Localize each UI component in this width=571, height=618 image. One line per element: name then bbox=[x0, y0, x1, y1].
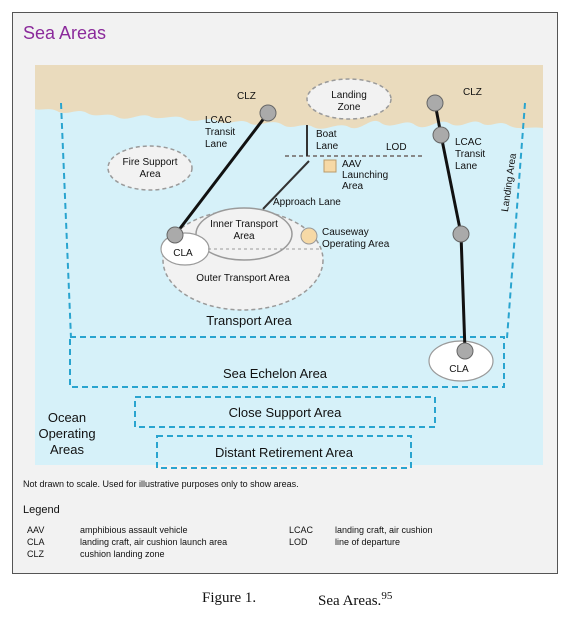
distant-retirement-boundary bbox=[156, 435, 412, 469]
close-support-boundary bbox=[134, 396, 436, 428]
aav-launching-label: AAV bbox=[342, 159, 362, 170]
figure-frame: CLZ CLZ Landing Zone LCAC Transit Lane L… bbox=[12, 12, 558, 574]
inner-transport-label: Area bbox=[233, 231, 255, 242]
causeway-label: Causeway bbox=[322, 227, 369, 238]
clz-right-node bbox=[426, 94, 444, 112]
sea-echelon-boundary bbox=[69, 336, 505, 388]
legend-abbr: CLA bbox=[27, 537, 45, 547]
legend-def: landing craft, air cushion launch area bbox=[80, 537, 228, 547]
legend-def: line of departure bbox=[335, 537, 401, 547]
fire-support-label: Fire Support bbox=[122, 157, 177, 168]
fire-support-label: Area bbox=[139, 169, 161, 180]
caption-text: Sea Areas.95 bbox=[318, 590, 392, 610]
lcac-transit-left-label: Lane bbox=[205, 139, 228, 150]
cla-left-label: CLA bbox=[173, 248, 193, 259]
legend-abbr: LOD bbox=[289, 537, 308, 547]
ocean-operating-label: Areas bbox=[50, 442, 84, 457]
caption-title: Sea Areas. bbox=[318, 593, 382, 609]
causeway-node bbox=[300, 227, 318, 245]
lcac-transit-right-label: Transit bbox=[455, 149, 485, 160]
clz-right-label: CLZ bbox=[463, 87, 482, 98]
lcac-lane-left bbox=[173, 112, 270, 236]
causeway-label: Operating Area bbox=[322, 239, 390, 250]
lcac-right-node-2 bbox=[452, 225, 470, 243]
lcac-lane-right bbox=[433, 102, 467, 352]
landing-zone-label: Zone bbox=[338, 102, 361, 113]
legend-heading: Legend bbox=[23, 504, 60, 516]
caption-figure-number: Figure 1. bbox=[202, 590, 257, 606]
legend-abbr: CLZ bbox=[27, 549, 45, 559]
lcac-transit-left-label: Transit bbox=[205, 127, 235, 138]
caption-footnote-ref: 95 bbox=[381, 590, 393, 602]
sea-echelon-label: Sea Echelon Area bbox=[223, 366, 328, 381]
legend-def: amphibious assault vehicle bbox=[80, 525, 188, 535]
lcac-right-node-1 bbox=[432, 126, 450, 144]
lcac-transit-right-label: LCAC bbox=[455, 137, 482, 148]
cla-right-node bbox=[456, 342, 474, 360]
landing-zone-label: Landing bbox=[331, 90, 367, 101]
diagram-title: Sea Areas bbox=[23, 23, 107, 43]
ocean-operating-label: Ocean bbox=[48, 410, 86, 425]
inner-transport-label: Inner Transport bbox=[210, 219, 278, 230]
scale-note: Not drawn to scale. Used for illustrativ… bbox=[23, 479, 299, 489]
distant-retirement-label: Distant Retirement Area bbox=[215, 445, 354, 460]
lcac-transit-left-label: LCAC bbox=[205, 115, 232, 126]
legend-abbr: AAV bbox=[27, 525, 45, 535]
inner-transport-area bbox=[195, 207, 293, 261]
ocean-operating-label: Operating bbox=[38, 426, 95, 441]
landing-zone-area bbox=[306, 78, 392, 120]
lod-label: LOD bbox=[386, 142, 407, 153]
approach-lane-label: Approach Lane bbox=[273, 197, 341, 208]
land-shore bbox=[35, 65, 543, 129]
legend-abbr: LCAC bbox=[289, 525, 314, 535]
transport-area-label: Transport Area bbox=[206, 313, 292, 328]
aav-launching-label: Area bbox=[342, 181, 364, 192]
outer-transport-label: Outer Transport Area bbox=[196, 273, 290, 284]
sea-areas-diagram: CLZ CLZ Landing Zone LCAC Transit Lane L… bbox=[35, 65, 543, 469]
lcac-transit-right-label: Lane bbox=[455, 161, 478, 172]
clz-left-label: CLZ bbox=[237, 91, 256, 102]
cla-right-label: CLA bbox=[449, 364, 469, 375]
clz-left-node bbox=[259, 104, 277, 122]
close-support-label: Close Support Area bbox=[229, 405, 343, 420]
cla-left-node bbox=[166, 226, 184, 244]
boat-lane-label: Lane bbox=[316, 141, 339, 152]
legend-def: cushion landing zone bbox=[80, 549, 165, 559]
cla-right-area bbox=[428, 340, 494, 382]
fire-support-area bbox=[107, 145, 193, 191]
boat-lane-label: Boat bbox=[316, 129, 337, 140]
aav-launching-box bbox=[323, 159, 337, 173]
legend-def: landing craft, air cushion bbox=[335, 525, 433, 535]
approach-lane-line bbox=[262, 160, 310, 210]
aav-launching-label: Launching bbox=[342, 170, 388, 181]
